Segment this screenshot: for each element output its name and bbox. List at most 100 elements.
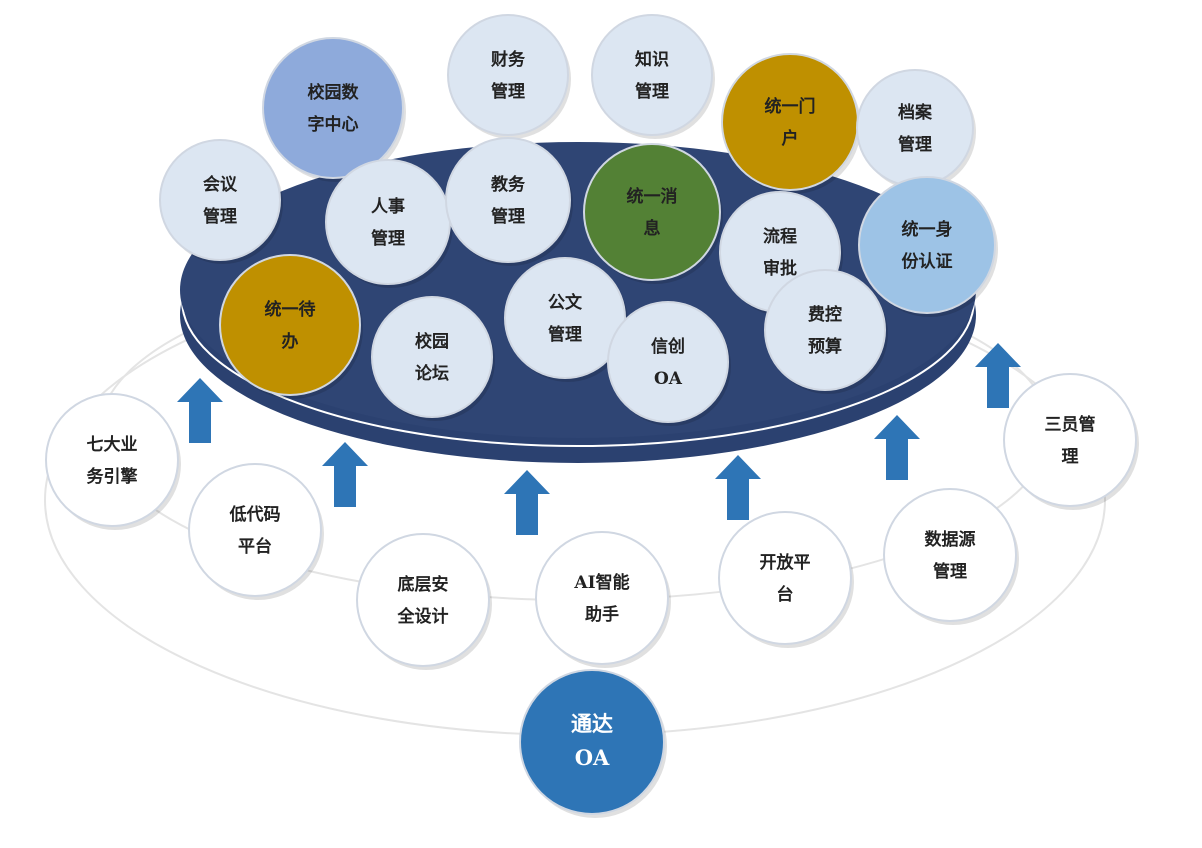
node-circle — [45, 393, 179, 527]
node-label: 财务 — [490, 49, 526, 70]
up-arrow-icon — [874, 415, 920, 480]
node-circle — [519, 669, 665, 815]
node-label: 档案 — [898, 102, 933, 123]
node-label: 管理 — [203, 206, 237, 227]
node-label: 户 — [782, 128, 799, 149]
node-label: 通达 — [571, 711, 613, 736]
node-label: 务引擎 — [87, 466, 139, 487]
node-label: 底层安 — [398, 574, 449, 595]
node-label: 知识 — [634, 49, 669, 70]
node-label: 息 — [644, 218, 661, 239]
node-circle — [447, 14, 569, 136]
node-circle — [371, 296, 493, 418]
node-label: 管理 — [371, 228, 405, 249]
node-label: 台 — [777, 584, 794, 605]
node-label: 流程 — [763, 226, 797, 247]
app-module-node[interactable]: 信创 OA — [607, 301, 731, 426]
node-label: 份认证 — [902, 251, 953, 272]
application-modules: 校园数字中心财务管理知识管理统一门户档案管理会议管理人事管理教务管理统一消息流程… — [159, 14, 998, 426]
node-circle — [591, 14, 713, 136]
up-arrow-icon — [177, 378, 223, 443]
node-circle — [159, 139, 281, 261]
node-circle — [721, 53, 859, 191]
node-circle — [583, 143, 721, 281]
node-label: 七大业 — [87, 434, 138, 455]
up-arrow-icon — [715, 455, 761, 520]
node-label: 会议 — [203, 174, 238, 195]
node-circle — [262, 37, 404, 179]
node-label: 信创 — [651, 336, 685, 357]
node-label: 费控 — [808, 304, 842, 325]
node-circle — [856, 69, 974, 187]
node-label: 管理 — [491, 206, 525, 227]
node-label: 论坛 — [415, 363, 449, 384]
node-label: AI智能 — [573, 572, 629, 593]
node-circle — [188, 463, 322, 597]
node-circle — [325, 159, 451, 285]
node-label: 统一身 — [902, 219, 953, 240]
node-label: 教务 — [490, 174, 526, 195]
node-circle — [764, 269, 886, 391]
node-circle — [883, 488, 1017, 622]
node-label: 全设计 — [397, 606, 449, 627]
up-arrow-icon — [322, 442, 368, 507]
node-label: 人事 — [371, 197, 405, 217]
core-oa-node[interactable]: 通达 OA — [519, 669, 667, 818]
node-circle — [356, 533, 490, 667]
node-label: 审批 — [763, 258, 797, 279]
node-label: 预算 — [808, 336, 842, 357]
node-label: OA — [575, 745, 610, 770]
node-circle — [718, 511, 852, 645]
node-label: 校园 — [415, 331, 449, 352]
up-arrow-icon — [504, 470, 550, 535]
node-label: 助手 — [585, 604, 619, 625]
node-label: 管理 — [933, 561, 967, 582]
node-label: 数据源 — [925, 529, 976, 550]
node-circle — [504, 257, 626, 379]
node-label: 平台 — [238, 536, 272, 557]
node-circle — [219, 254, 361, 396]
node-label: 校园数 — [308, 82, 360, 103]
core-node: 通达 OA — [519, 669, 667, 818]
node-label: OA — [654, 369, 683, 389]
arrows — [177, 343, 1021, 535]
node-label: 三员管 — [1045, 414, 1096, 435]
node-label: 统一消 — [627, 186, 678, 207]
node-label: 管理 — [635, 81, 669, 102]
node-circle — [607, 301, 729, 423]
up-arrow-icon — [975, 343, 1021, 408]
node-circle — [445, 137, 571, 263]
node-label: 统一门 — [765, 96, 816, 117]
node-label: 管理 — [491, 81, 525, 102]
node-label: 开放平 — [760, 552, 811, 573]
node-circle — [1003, 373, 1137, 507]
node-circle — [535, 531, 669, 665]
node-label: 统一待 — [265, 299, 316, 320]
node-label: 低代码 — [229, 504, 281, 525]
node-label: 公文 — [548, 292, 583, 313]
